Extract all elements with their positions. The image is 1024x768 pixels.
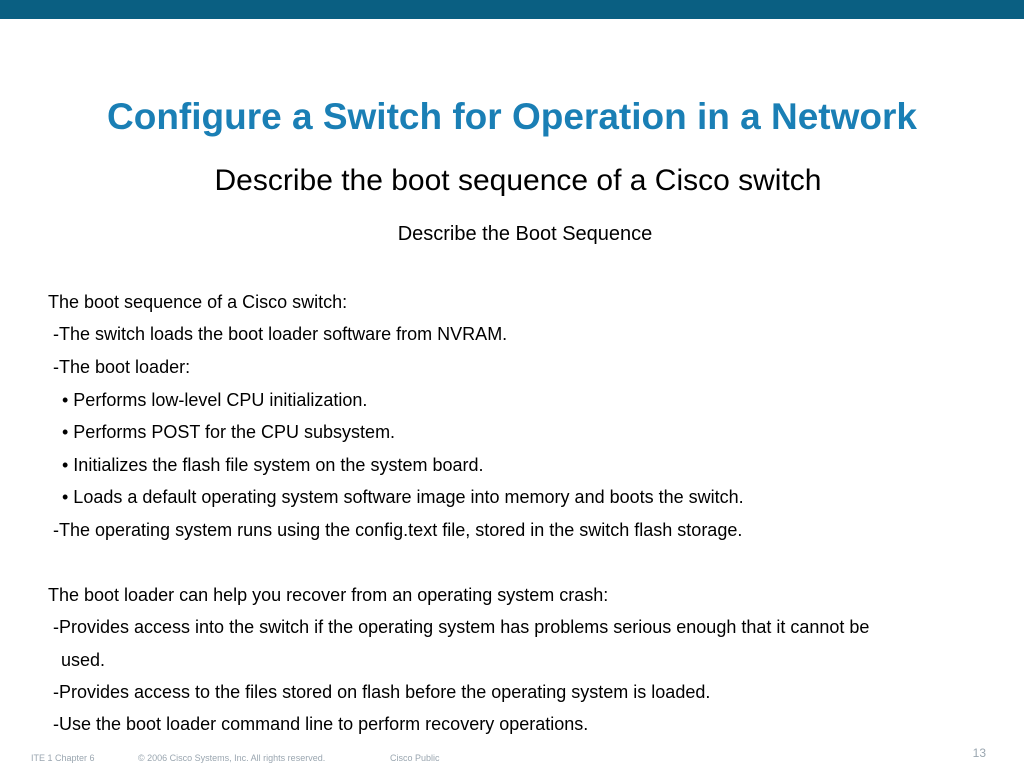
body-line-command-line: -Use the boot loader command line to per…	[53, 714, 589, 734]
footer-copyright: © 2006 Cisco Systems, Inc. All rights re…	[138, 753, 326, 763]
body-line-os-config: -The operating system runs using the con…	[53, 520, 743, 540]
slide-title: Configure a Switch for Operation in a Ne…	[107, 96, 917, 137]
body-line-loads-boot-loader: -The switch loads the boot loader softwa…	[53, 324, 508, 344]
body-bullet-flash-init: • Initializes the flash file system on t…	[62, 455, 484, 475]
footer-course: ITE 1 Chapter 6	[31, 753, 95, 763]
body-line-access-switch: -Provides access into the switch if the …	[53, 617, 870, 637]
body-bullet-load-os: • Loads a default operating system softw…	[62, 487, 744, 507]
footer-classification: Cisco Public	[390, 753, 440, 763]
slide-subtitle: Describe the boot sequence of a Cisco sw…	[214, 164, 822, 197]
page-number: 13	[972, 746, 986, 760]
body-line-access-flash: -Provides access to the files stored on …	[53, 682, 711, 702]
top-banner-bar	[0, 0, 1024, 19]
body-line-recovery-intro: The boot loader can help you recover fro…	[48, 585, 609, 605]
section-heading: Describe the Boot Sequence	[397, 223, 653, 245]
body-bullet-post: • Performs POST for the CPU subsystem.	[62, 422, 396, 442]
body-line-access-switch-continued: used.	[61, 650, 106, 670]
body-line-boot-sequence-intro: The boot sequence of a Cisco switch:	[48, 292, 348, 312]
body-line-boot-loader: -The boot loader:	[53, 357, 191, 377]
body-bullet-cpu-init: • Performs low-level CPU initialization.	[62, 390, 368, 410]
